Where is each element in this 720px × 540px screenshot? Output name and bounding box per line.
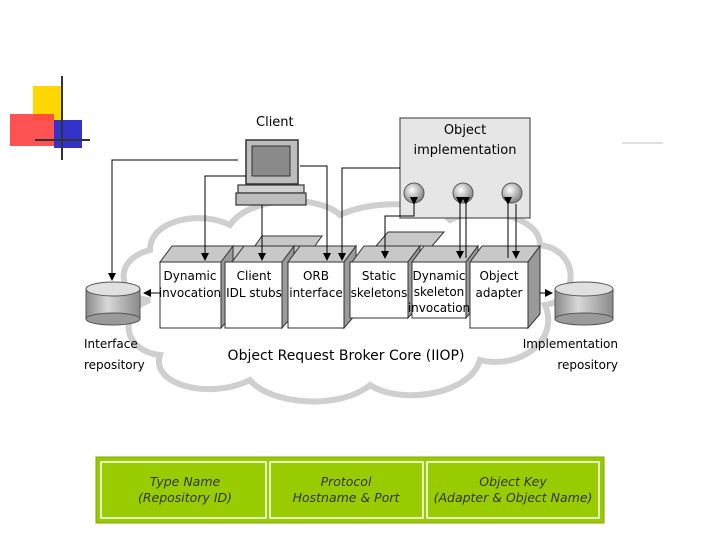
module-label: Client (237, 269, 272, 283)
ior-cell-object-key (426, 461, 600, 519)
implementation-repository-icon (554, 281, 614, 326)
module-label: interface (289, 286, 343, 300)
client-computer-icon (235, 139, 307, 206)
corner-logo (10, 76, 90, 160)
object-impl-line2: implementation (413, 143, 516, 158)
impl-repo-label: Implementation (523, 337, 618, 351)
module-label: invocation (159, 286, 221, 300)
module-client-idl-stubs: Client IDL stubs (224, 235, 323, 330)
module-dynamic-skeleton-invocation: Dynamic skeleton invocation (408, 244, 479, 320)
client-label: Client (256, 115, 294, 130)
interface-repository-icon (85, 281, 141, 326)
module-label: Dynamic (413, 269, 466, 283)
ior-cell-text: Type Name (150, 474, 221, 489)
impl-repo-label: repository (557, 358, 618, 372)
connectors (108, 159, 553, 297)
module-orb-interface: ORB interface (287, 244, 357, 330)
skeleton-port-1 (403, 182, 425, 204)
module-label: skeleton (414, 285, 465, 299)
module-dynamic-invocation: Dynamic invocation (159, 244, 263, 330)
object-impl-line1: Object (444, 123, 486, 138)
interface-repo-label: repository (84, 358, 145, 372)
module-label: Static (362, 269, 396, 283)
module-label: invocation (408, 301, 470, 315)
module-label: Dynamic (164, 269, 217, 283)
ior-cell-text: Hostname & Port (293, 490, 401, 505)
logo-blue-square (54, 120, 82, 148)
logo-red-square (10, 114, 54, 146)
module-label: Object (479, 269, 518, 283)
orb-modules: Dynamic invocation Client IDL stubs ORB … (159, 231, 541, 330)
skeleton-port-2 (452, 182, 474, 204)
object-implementation-box: Object implementation (399, 117, 531, 219)
ior-cell-text: Object Key (479, 474, 547, 489)
ior-structure-bar: Type Name (Repository ID) Protocol Hostn… (95, 456, 605, 524)
ior-cell-protocol (269, 461, 424, 519)
module-label: skeletons (351, 286, 408, 300)
skeleton-port-3 (501, 182, 523, 204)
module-label: adapter (476, 286, 523, 300)
module-label: IDL stubs (226, 286, 282, 300)
ior-cell-text: Protocol (321, 474, 372, 489)
interface-repo-label: Interface (84, 337, 138, 351)
ior-cell-text: (Repository ID) (138, 490, 232, 505)
module-label: ORB (303, 269, 329, 283)
orb-core-label: Object Request Broker Core (IIOP) (228, 348, 465, 364)
ior-cell-type-name (100, 461, 267, 519)
module-object-adapter: Object adapter (469, 244, 541, 330)
ior-cell-text: (Adapter & Object Name) (434, 490, 593, 505)
